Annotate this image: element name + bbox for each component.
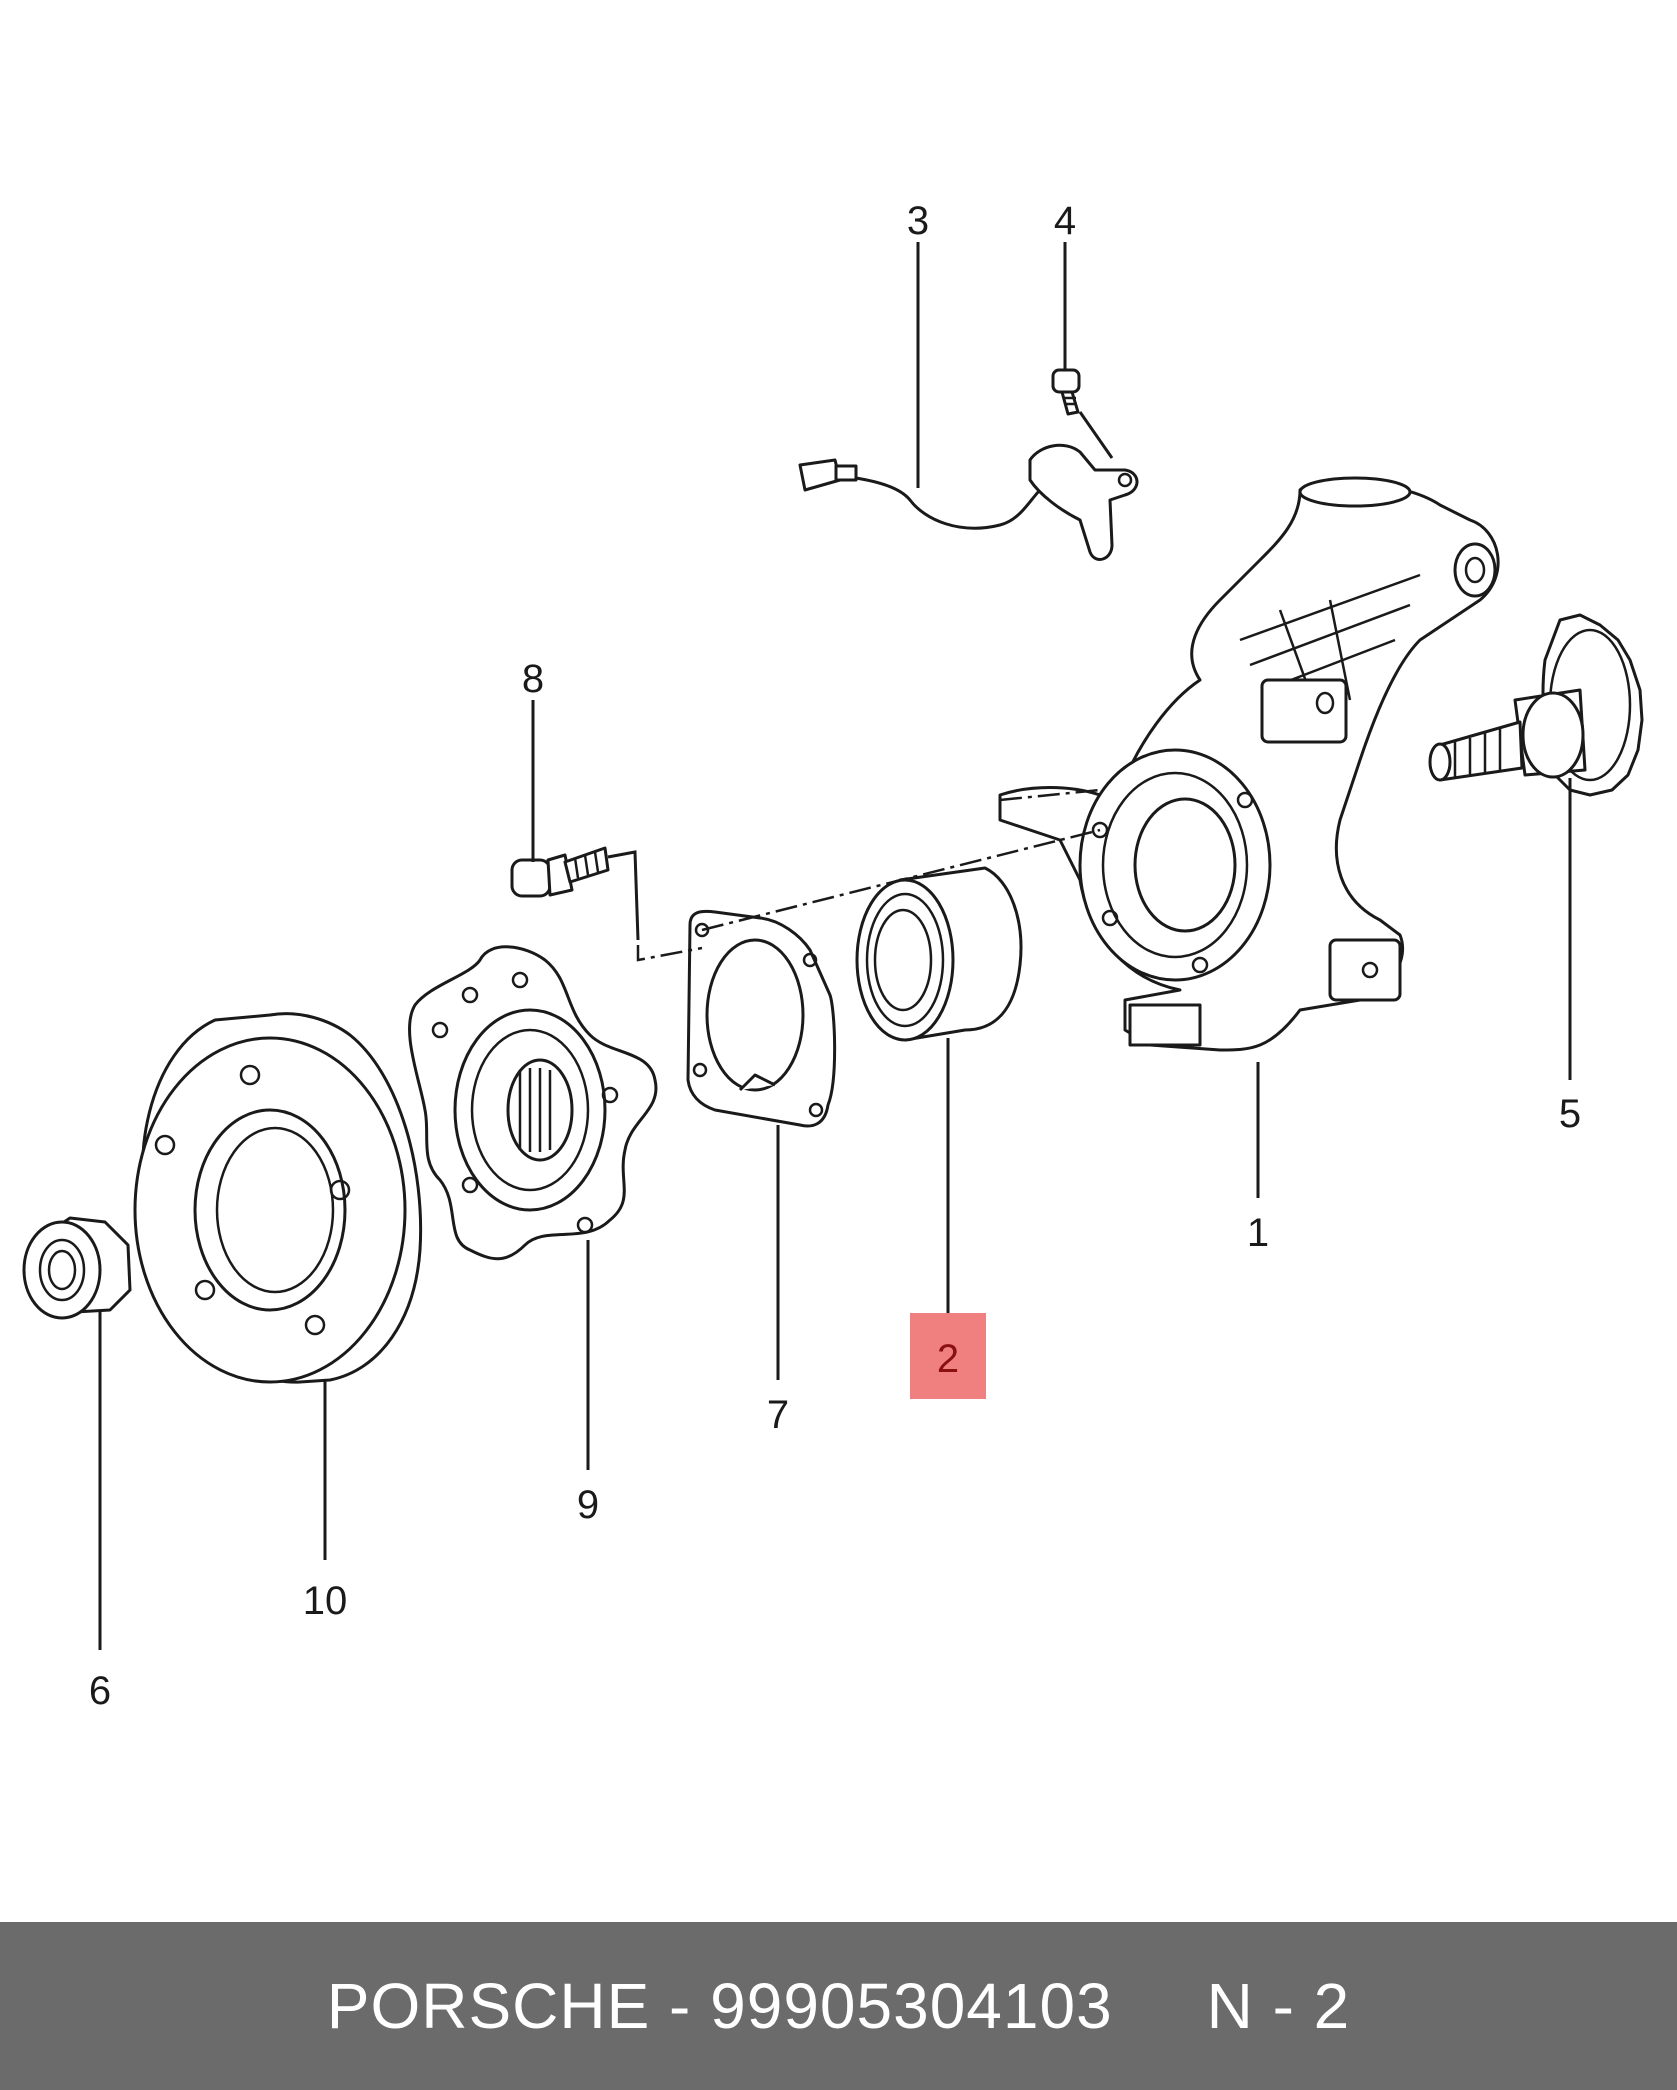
callout-5: 5 xyxy=(1559,1092,1581,1136)
callout-3: 3 xyxy=(907,199,929,243)
part-wheel-bearing xyxy=(855,866,1023,1042)
part-wheel-nut xyxy=(22,1216,132,1320)
part-bolt xyxy=(510,846,640,941)
part-number-text: PORSCHE - 99905304103 N - 2 xyxy=(326,1970,1351,2042)
part-speed-sensor xyxy=(798,443,1139,561)
callout-7: 7 xyxy=(767,1393,789,1437)
callout-2: 2 xyxy=(937,1337,959,1381)
callout-4: 4 xyxy=(1054,199,1076,243)
callout-1: 1 xyxy=(1247,1211,1269,1255)
part-drive-shaft xyxy=(1428,613,1644,797)
callout-10: 10 xyxy=(303,1579,348,1623)
part-wheel-carrier xyxy=(998,476,1500,1052)
callouts: 2 3 4 8 5 1 7 9 10 6 xyxy=(89,199,1581,1713)
callout-2-highlight xyxy=(910,1313,986,1399)
callout-9: 9 xyxy=(577,1483,599,1527)
callout-6: 6 xyxy=(89,1669,111,1713)
part-drive-flange xyxy=(408,945,658,1261)
exploded-parts-diagram: 2 3 4 8 5 1 7 9 10 6 xyxy=(22,199,1644,1713)
leader-lines xyxy=(98,242,1572,1650)
part-cover-plate xyxy=(686,909,837,1128)
assembly-lines xyxy=(636,788,1101,962)
callout-8: 8 xyxy=(522,657,544,701)
part-brake-disc xyxy=(133,1012,423,1384)
part-number-banner: PORSCHE - 99905304103 N - 2 xyxy=(0,1922,1677,2090)
